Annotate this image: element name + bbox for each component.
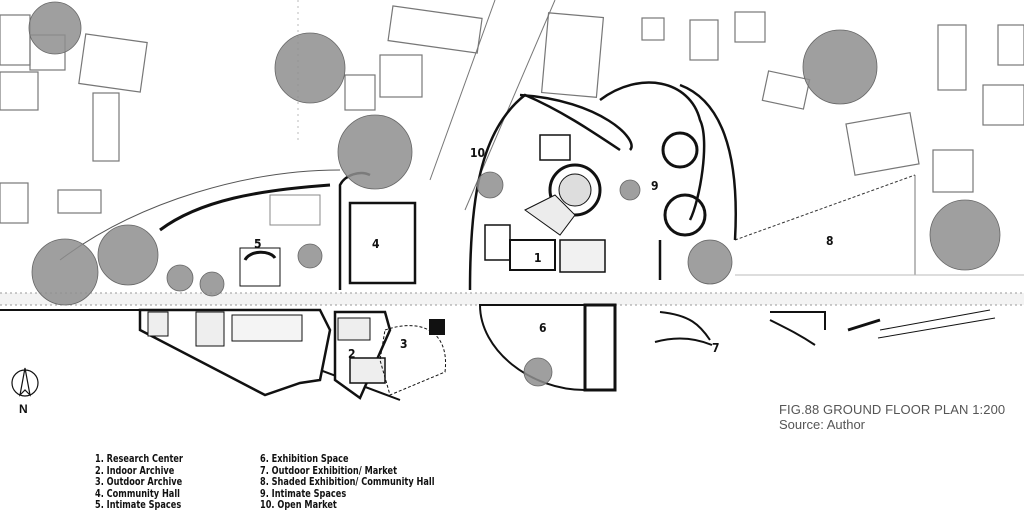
trees	[28, 1, 1001, 387]
room-label-4: 4	[372, 237, 380, 251]
room-label-7: 7	[712, 341, 720, 355]
west-buildings	[138, 171, 447, 400]
legend-item: 5. Intimate Spaces	[95, 499, 182, 512]
figure-caption: FIG.88 GROUND FLOOR PLAN 1:200 Source: A…	[779, 402, 1005, 432]
legend-item: 3. Outdoor Archive	[95, 476, 183, 489]
room-label-6: 6	[539, 321, 547, 335]
legend-item: 6. Exhibition Space	[260, 453, 349, 465]
legend-item: 1. Research Center	[95, 453, 183, 465]
north-arrow-icon	[11, 367, 39, 397]
north-label: N	[19, 402, 28, 416]
legend-item: 7. Outdoor Exhibition/ Market	[260, 464, 397, 477]
legend-column-1: 1. Research Center 2. Indoor Archive 3. …	[95, 453, 183, 512]
room-label-1: 1	[534, 251, 542, 265]
figure-title: FIG.88 GROUND FLOOR PLAN 1:200	[779, 402, 1006, 417]
outdoor-exhibition-walls	[654, 309, 996, 346]
room-number-labels: 1 2 3 4 5 6 7 8 9 10	[254, 146, 834, 361]
room-label-9: 9	[651, 179, 659, 193]
legend-item: 2. Indoor Archive	[95, 464, 175, 477]
legend-item: 8. Shaded Exhibition/ Community Hall	[260, 476, 435, 489]
context-buildings	[0, 5, 1024, 224]
room-label-8: 8	[826, 234, 834, 248]
legend-item: 4. Community Hall	[95, 487, 180, 500]
room-label-2: 2	[348, 347, 356, 361]
legend-item: 9. Intimate Spaces	[260, 487, 347, 500]
room-label-10: 10	[470, 146, 485, 160]
legend-item: 10. Open Market	[260, 499, 337, 512]
ground-floor-plan: 1 2 3 4 5 6 7 8 9 10	[0, 0, 1024, 401]
east-buildings	[468, 81, 737, 392]
figure-source: Source: Author	[779, 417, 865, 432]
room-label-5: 5	[254, 237, 262, 251]
legend-column-2: 6. Exhibition Space 7. Outdoor Exhibitio…	[260, 453, 435, 512]
room-label-3: 3	[400, 337, 408, 351]
